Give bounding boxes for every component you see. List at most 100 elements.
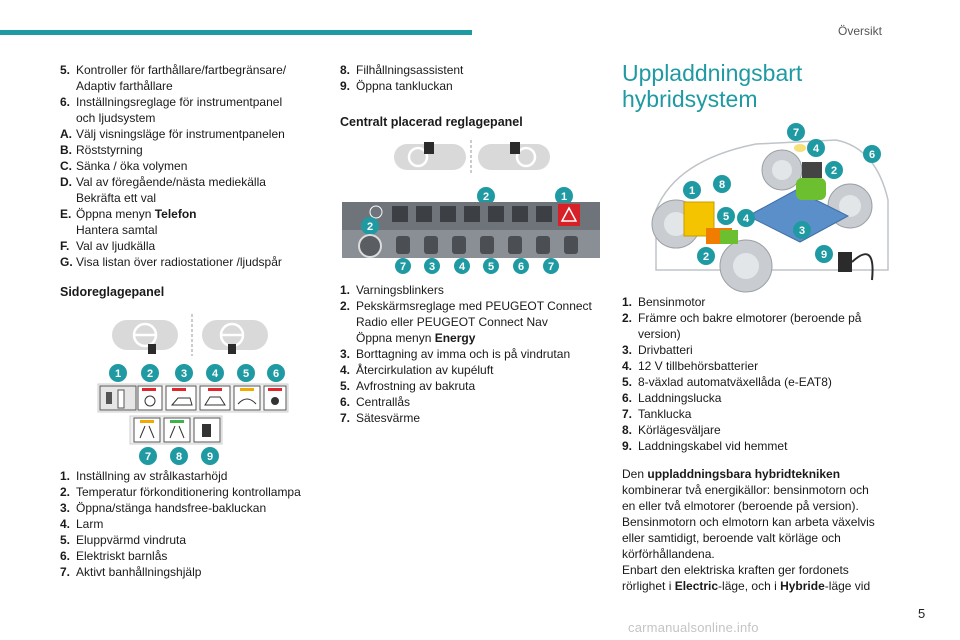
- fuel-flap-icon: [794, 144, 806, 152]
- list-item: 2.Temperatur förkonditionering kontrolla…: [60, 485, 301, 499]
- lane-assist-button[interactable]: [133, 417, 161, 443]
- volume-knob-icon[interactable]: [358, 234, 382, 258]
- side-badge-8: 8: [170, 447, 188, 465]
- list-item: 9.Öppna tankluckan: [340, 79, 453, 93]
- child-lock-button[interactable]: [263, 385, 287, 411]
- hybrid-car-figure: 7 4 2 6 1 8 5 4 3 2 9: [651, 123, 889, 293]
- list-item: 3.Borttagning av imma och is på vindruta…: [340, 347, 571, 361]
- car-badge-6: 6: [863, 145, 881, 163]
- svg-text:3: 3: [181, 368, 187, 380]
- alarm-button[interactable]: [199, 385, 231, 411]
- center-panel-legend: 1.Varningsblinkers 2.Pekskärmsreglage me…: [340, 282, 600, 426]
- svg-text:7: 7: [145, 451, 151, 463]
- side-badge-7: 7: [139, 447, 157, 465]
- svg-text:7: 7: [548, 261, 554, 273]
- svg-text:1: 1: [115, 368, 121, 380]
- center-marker: [510, 142, 520, 154]
- list-item: F.Val av ljudkälla: [60, 239, 156, 253]
- header-accent-bar: [0, 30, 472, 35]
- fan-button[interactable]: [416, 206, 432, 222]
- recirc-button[interactable]: [464, 206, 480, 222]
- rear-defrost-button[interactable]: [488, 206, 504, 222]
- steering-wheel-icon: [478, 144, 550, 170]
- heated-windscreen-button[interactable]: [233, 385, 261, 411]
- side-badge-1: 1: [109, 364, 127, 382]
- car-badge-9: 9: [815, 245, 833, 263]
- steering-wheel-icon: [394, 144, 466, 170]
- svg-text:2: 2: [703, 251, 709, 263]
- car-badge-7: 7: [787, 123, 805, 141]
- side-badge-6: 6: [267, 364, 285, 382]
- svg-text:9: 9: [207, 451, 213, 463]
- center-badge-6: 6: [513, 258, 529, 274]
- center-badge-4: 4: [454, 258, 470, 274]
- rear-wheel-icon: [761, 149, 803, 191]
- list-item: 4.Larm: [60, 517, 104, 531]
- list-item: 5.8-växlad automatväxellåda (e-EAT8): [622, 375, 832, 389]
- car-outline: [655, 139, 889, 271]
- section-title: Översikt: [838, 24, 883, 38]
- list-item: 6.Elektriskt barnlås: [60, 549, 168, 563]
- side-badge-3: 3: [175, 364, 193, 382]
- list-item: 5.Kontroller för farthållare/fartbegräns…: [60, 63, 287, 93]
- control-list-a: 5.Kontroller för farthållare/fartbegräns…: [60, 62, 305, 270]
- preconditioning-button[interactable]: [137, 385, 163, 411]
- headlamp-level-button[interactable]: [99, 385, 137, 411]
- center-badge-7: 7: [395, 258, 411, 274]
- svg-text:4: 4: [459, 261, 466, 273]
- list-item: 5.Avfrostning av bakruta: [340, 379, 476, 393]
- center-badge-5: 5: [483, 258, 499, 274]
- center-badge-7b: 7: [543, 258, 559, 274]
- list-item: 9.Laddningskabel vid hemmet: [622, 439, 788, 453]
- side-panel-legend: 1.Inställning av strålkastarhöjd 2.Tempe…: [60, 468, 310, 580]
- svg-text:3: 3: [799, 225, 805, 237]
- heading-side-panel: Sidoreglagepanel: [60, 285, 165, 299]
- car-badge-1: 1: [683, 181, 701, 199]
- list-item: 4.Återcirkulation av kupéluft: [340, 363, 494, 377]
- lock-button[interactable]: [512, 206, 528, 222]
- ac-button[interactable]: [392, 206, 408, 222]
- svg-text:4: 4: [212, 368, 219, 380]
- demist-button[interactable]: [440, 206, 456, 222]
- lane-keep-button[interactable]: [163, 417, 191, 443]
- traction-battery-icon: [746, 189, 850, 243]
- svg-text:5: 5: [488, 261, 494, 273]
- svg-text:2: 2: [831, 165, 837, 177]
- seat-heat-button[interactable]: [536, 206, 552, 222]
- column-left: 5.Kontroller för farthållare/fartbegräns…: [60, 62, 305, 312]
- description-paragraph: Den uppladdningsbara hybridtekniken komb…: [622, 467, 875, 593]
- front-wheel-icon: [719, 239, 773, 293]
- center-badge-2: 2: [477, 187, 495, 205]
- svg-text:7: 7: [793, 127, 799, 139]
- svg-text:8: 8: [719, 179, 725, 191]
- list-item: 3.Öppna/stänga handsfree-bakluckan: [60, 501, 267, 515]
- car-badge-8: 8: [713, 175, 731, 193]
- fuel-flap-button[interactable]: [193, 417, 221, 443]
- car-badge-3: 3: [793, 221, 811, 239]
- svg-text:6: 6: [273, 368, 279, 380]
- rear-motor-icon: [796, 178, 826, 200]
- list-item: 6.Laddningslucka: [622, 391, 722, 405]
- list-item: 1.Bensinmotor: [622, 295, 706, 309]
- list-item: 7.Tanklucka: [622, 407, 692, 421]
- column-middle: 8.Filhållningsassistent 9.Öppna tankluck…: [340, 62, 600, 142]
- power-icon: [369, 205, 383, 219]
- svg-text:4: 4: [813, 143, 820, 155]
- side-badge-2: 2: [141, 364, 159, 382]
- front-motor-icon: [720, 230, 738, 244]
- heading-center-panel: Centralt placerad reglagepanel: [340, 115, 523, 129]
- tailgate-button[interactable]: [165, 385, 197, 411]
- list-item: 6.Inställningsreglage för instrumentpane…: [60, 95, 283, 125]
- side-panel-figure: 1 2 3 4 5 6: [97, 314, 289, 445]
- svg-text:2: 2: [147, 368, 153, 380]
- svg-text:5: 5: [243, 368, 249, 380]
- list-item: 1.Varningsblinkers: [340, 283, 444, 297]
- hazard-button[interactable]: [558, 204, 580, 226]
- list-item: 4.12 V tillbehörsbatterier: [622, 359, 759, 373]
- list-item: 7.Aktivt banhållningshjälp: [60, 565, 202, 579]
- list-item: G.Visa listan över radiostationer /ljuds…: [60, 255, 282, 269]
- list-item: 5.Eluppvärmd vindruta: [60, 533, 187, 547]
